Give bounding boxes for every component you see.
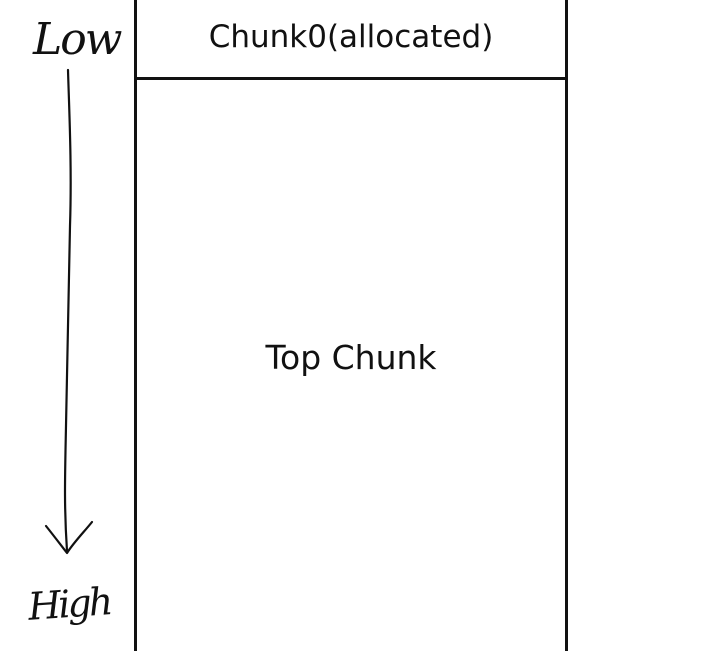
top-chunk-label: Top Chunk bbox=[265, 338, 437, 377]
top-chunk-block: Top Chunk bbox=[137, 80, 565, 651]
high-address-label: High bbox=[26, 579, 112, 629]
address-direction-arrow-icon bbox=[44, 68, 94, 555]
chunk0-block: Chunk0(allocated) bbox=[137, 0, 565, 80]
low-address-label: Low bbox=[33, 14, 122, 65]
chunk0-label: Chunk0(allocated) bbox=[208, 18, 494, 55]
heap-region: Chunk0(allocated) Top Chunk bbox=[134, 0, 568, 651]
